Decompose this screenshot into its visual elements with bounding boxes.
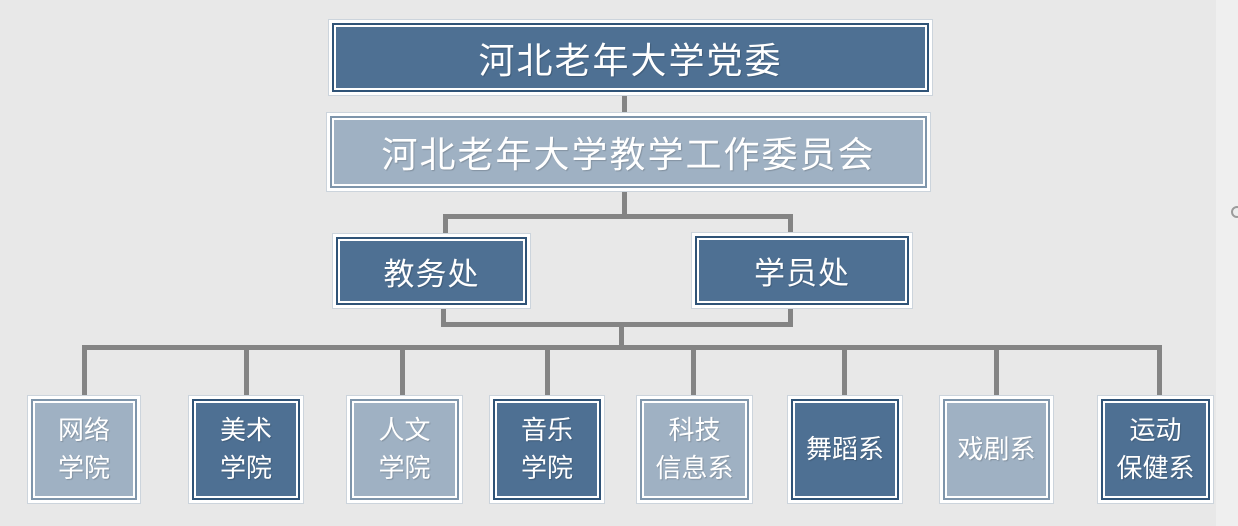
circle-handle-icon [1231, 206, 1238, 218]
org-node-label-line1: 网络 [57, 414, 110, 445]
org-node-label: 教务处 [383, 256, 480, 292]
org-node-student-affairs-office[interactable]: 学员处 [691, 232, 913, 309]
org-node-drama-dept[interactable]: 戏剧系 [939, 395, 1054, 504]
org-node-teaching-committee[interactable]: 河北老年大学教学工作委员会 [326, 112, 931, 192]
org-node-label-line2: 学院 [520, 452, 573, 483]
connector-level3-bottom-bar [441, 322, 793, 327]
org-node-label-line2: 学院 [57, 452, 110, 483]
connector-drop-dept-8 [1157, 345, 1162, 398]
connector-center-drop [619, 325, 624, 347]
org-node-label-line1: 舞蹈系 [805, 433, 884, 464]
connector-level3-top-bar [443, 214, 793, 219]
org-node-network-college[interactable]: 网络 学院 [27, 395, 141, 504]
org-node-label-line2: 保健系 [1116, 452, 1195, 483]
org-node-party-committee[interactable]: 河北老年大学党委 [328, 19, 933, 96]
org-node-label: 河北老年大学党委 [478, 39, 783, 81]
canvas-right-edge [1216, 0, 1238, 526]
connector-level4-bus [82, 345, 1162, 350]
org-node-label-line1: 音乐 [520, 414, 573, 445]
org-node-dance-dept[interactable]: 舞蹈系 [787, 395, 903, 504]
connector-drop-dept-3 [400, 345, 405, 398]
org-node-humanities-college[interactable]: 人文 学院 [346, 395, 463, 504]
connector-drop-xueyuanchu [788, 214, 793, 235]
org-node-academic-affairs-office[interactable]: 教务处 [332, 233, 531, 309]
org-node-art-college[interactable]: 美术 学院 [188, 395, 304, 504]
org-node-sci-tech-info-dept[interactable]: 科技 信息系 [636, 395, 753, 504]
connector-drop-dept-7 [994, 345, 999, 398]
org-node-label-line1: 戏剧系 [957, 433, 1036, 464]
org-node-music-college[interactable]: 音乐 学院 [489, 395, 605, 504]
connector-stub-xueyuanchu [788, 306, 793, 324]
org-node-label-line1: 科技 [668, 414, 721, 445]
org-node-label: 河北老年大学教学工作委员会 [381, 134, 876, 175]
org-node-sports-health-dept[interactable]: 运动 保健系 [1097, 395, 1214, 504]
org-node-label-line2: 信息系 [655, 452, 734, 483]
connector-level1-level2 [622, 94, 627, 114]
org-node-label-line1: 美术 [219, 414, 272, 445]
connector-stub-jiaowuchu [441, 306, 446, 324]
org-node-label-line1: 运动 [1129, 414, 1182, 445]
connector-drop-dept-4 [545, 345, 550, 398]
connector-drop-dept-2 [244, 345, 249, 398]
org-node-label-line2: 学院 [219, 452, 272, 483]
connector-drop-jiaowuchu [443, 214, 448, 236]
connector-drop-dept-1 [82, 345, 87, 398]
connector-drop-dept-5 [691, 345, 696, 398]
org-node-label-line1: 人文 [378, 414, 431, 445]
connector-level2-stem [622, 190, 627, 217]
org-node-label: 学员处 [754, 256, 850, 291]
org-node-label-line2: 学院 [378, 452, 431, 483]
connector-drop-dept-6 [842, 345, 847, 398]
